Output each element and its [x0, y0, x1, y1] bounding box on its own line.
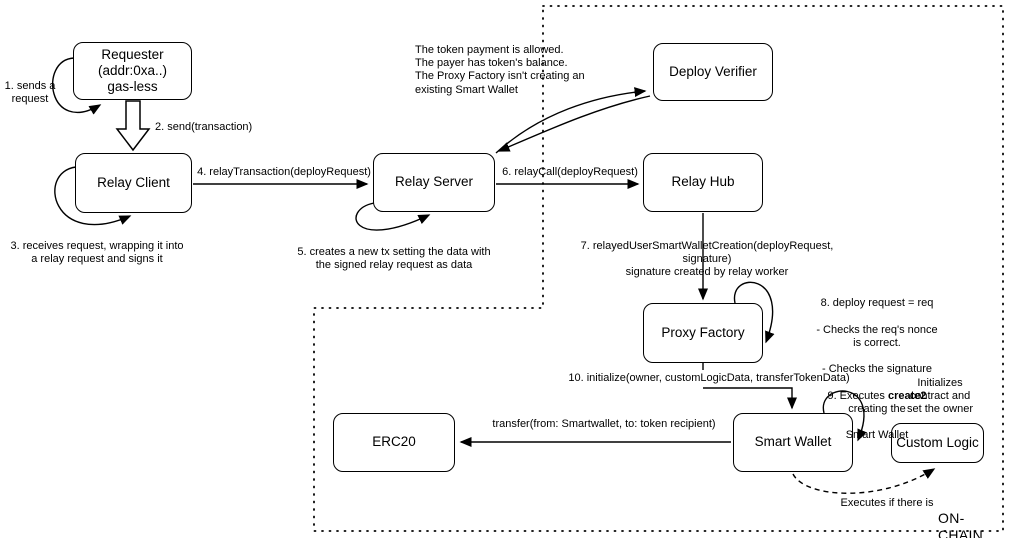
- executes-create2-suffix: creating the: [848, 402, 906, 415]
- label-transfer: transfer(from: Smartwallet, to: token re…: [492, 418, 716, 430]
- label-executes-if-there-is: Executes if there is: [840, 497, 934, 509]
- node-relay-client: Relay Client: [75, 153, 192, 213]
- label-receives-request: 3. receives request, wrapping it into a …: [10, 240, 184, 266]
- proxy-factory-self-loop-arrow: [733, 281, 775, 344]
- relay-client-self-loop-arrow: [54, 166, 132, 226]
- requester-self-loop-arrow: [52, 57, 102, 115]
- node-proxy-factory: Proxy Factory: [643, 303, 763, 363]
- node-erc20: ERC20: [333, 413, 455, 472]
- label-verifier-checks: The token payment is allowed. The payer …: [415, 44, 585, 96]
- node-relay-hub: Relay Hub: [643, 153, 763, 212]
- label-relay-call: 6. relayCall(deployRequest): [502, 166, 638, 178]
- label-creates-new-tx: 5. creates a new tx setting the data wit…: [297, 246, 491, 272]
- node-smart-wallet: Smart Wallet: [733, 413, 853, 472]
- node-requester: Requester (addr:0xa..) gas-less: [73, 42, 192, 100]
- node-custom-logic: Custom Logic: [891, 423, 984, 463]
- relay-server-self-loop-arrow: [355, 202, 431, 231]
- node-deploy-verifier: Deploy Verifier: [653, 43, 773, 101]
- check-nonce-line1: 8. deploy request = req: [820, 297, 934, 310]
- verifier-to-server-arrow: [497, 95, 651, 152]
- executes-create2-prefix: 9. Executes: [827, 389, 888, 402]
- label-relayed-creation: 7. relayedUserSmartWalletCreation(deploy…: [580, 240, 834, 279]
- initialize-arrow: [703, 387, 797, 410]
- node-relay-server: Relay Server: [373, 153, 495, 212]
- smart-wallet-self-loop-arrow: [822, 390, 867, 442]
- label-initializes-contract: Initializes contract and set the owner: [906, 377, 974, 416]
- onchain-boundary: [313, 5, 1004, 532]
- check-nonce-line2: - Checks the req's nonce is correct.: [816, 323, 938, 349]
- executes-dashed-arrow: [792, 468, 936, 494]
- executes-create2-line2: Smart Wallet: [845, 429, 909, 442]
- label-on-chain: ON-CHAIN: [938, 510, 984, 538]
- label-relay-transaction: 4. relayTransaction(deployRequest): [197, 166, 371, 178]
- send-transaction-block-arrow: [115, 100, 151, 152]
- label-initialize: 10. initialize(owner, customLogicData, t…: [568, 372, 850, 384]
- check-signature-line: - Checks the signature: [821, 363, 933, 376]
- label-deploy-request-checks: 8. deploy request = req - Checks the req…: [811, 284, 943, 442]
- create2-bold: create2: [888, 389, 927, 402]
- label-send-transaction: 2. send(transaction): [155, 121, 253, 133]
- server-to-verifier-arrow: [495, 87, 647, 154]
- label-sends-request: 1. sends a request: [4, 80, 56, 106]
